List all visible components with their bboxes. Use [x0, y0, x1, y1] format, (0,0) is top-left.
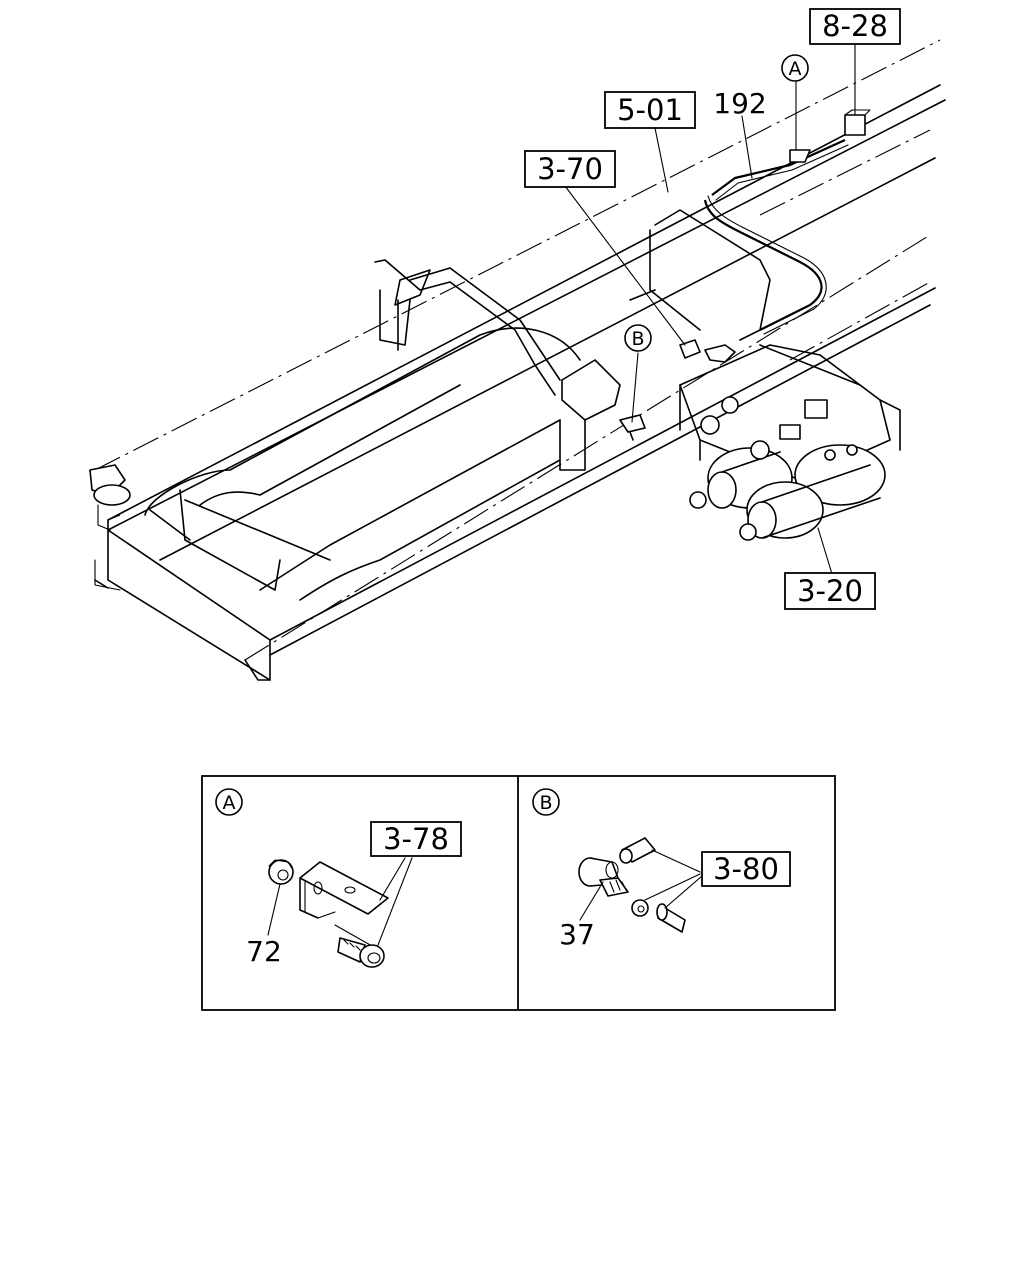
nut-and-pipe: [631, 899, 686, 933]
callout-3-70-text: 3-70: [537, 152, 603, 186]
chassis-frame-illustration: [89, 39, 946, 681]
detail-b: B 3-80 37: [532, 788, 791, 951]
part-number-37: 37: [559, 918, 595, 951]
detail-marker-a-text: A: [789, 58, 802, 80]
callout-5-01: 5-01: [604, 91, 696, 129]
flange-nut: [268, 859, 294, 885]
air-line-piping: [703, 109, 871, 335]
callout-3-78-text: 3-78: [383, 822, 449, 856]
detail-b-label: B: [539, 792, 552, 814]
detail-a: A 3-78 72: [215, 788, 462, 968]
callout-3-80-text: 3-80: [713, 852, 779, 886]
air-tank-assembly: [679, 344, 901, 541]
detail-panel: [201, 775, 836, 1011]
detail-marker-a: A: [781, 54, 809, 82]
detail-b-leaders: [579, 849, 703, 921]
tee-fitting: [578, 857, 629, 897]
detail-marker-b: B: [624, 324, 652, 352]
detail-a-leaders: [267, 857, 413, 946]
leader-lines: [564, 43, 856, 575]
callout-5-01-text: 5-01: [617, 93, 683, 127]
callout-8-28-text: 8-28: [822, 9, 888, 43]
part-number-192: 192: [713, 87, 766, 120]
part-number-72: 72: [246, 935, 282, 968]
callout-8-28: 8-28: [809, 8, 901, 45]
tee-fittings: [619, 339, 736, 441]
callout-3-80: 3-80: [701, 851, 791, 887]
callout-3-78: 3-78: [370, 821, 462, 857]
connector: [619, 837, 656, 864]
detail-a-label: A: [223, 792, 236, 814]
bolt: [334, 924, 385, 968]
bracket: [299, 861, 389, 919]
callout-3-20: 3-20: [784, 572, 876, 610]
callout-3-20-text: 3-20: [797, 574, 863, 608]
detail-marker-b-text: B: [631, 328, 644, 350]
callout-3-70: 3-70: [524, 150, 616, 188]
